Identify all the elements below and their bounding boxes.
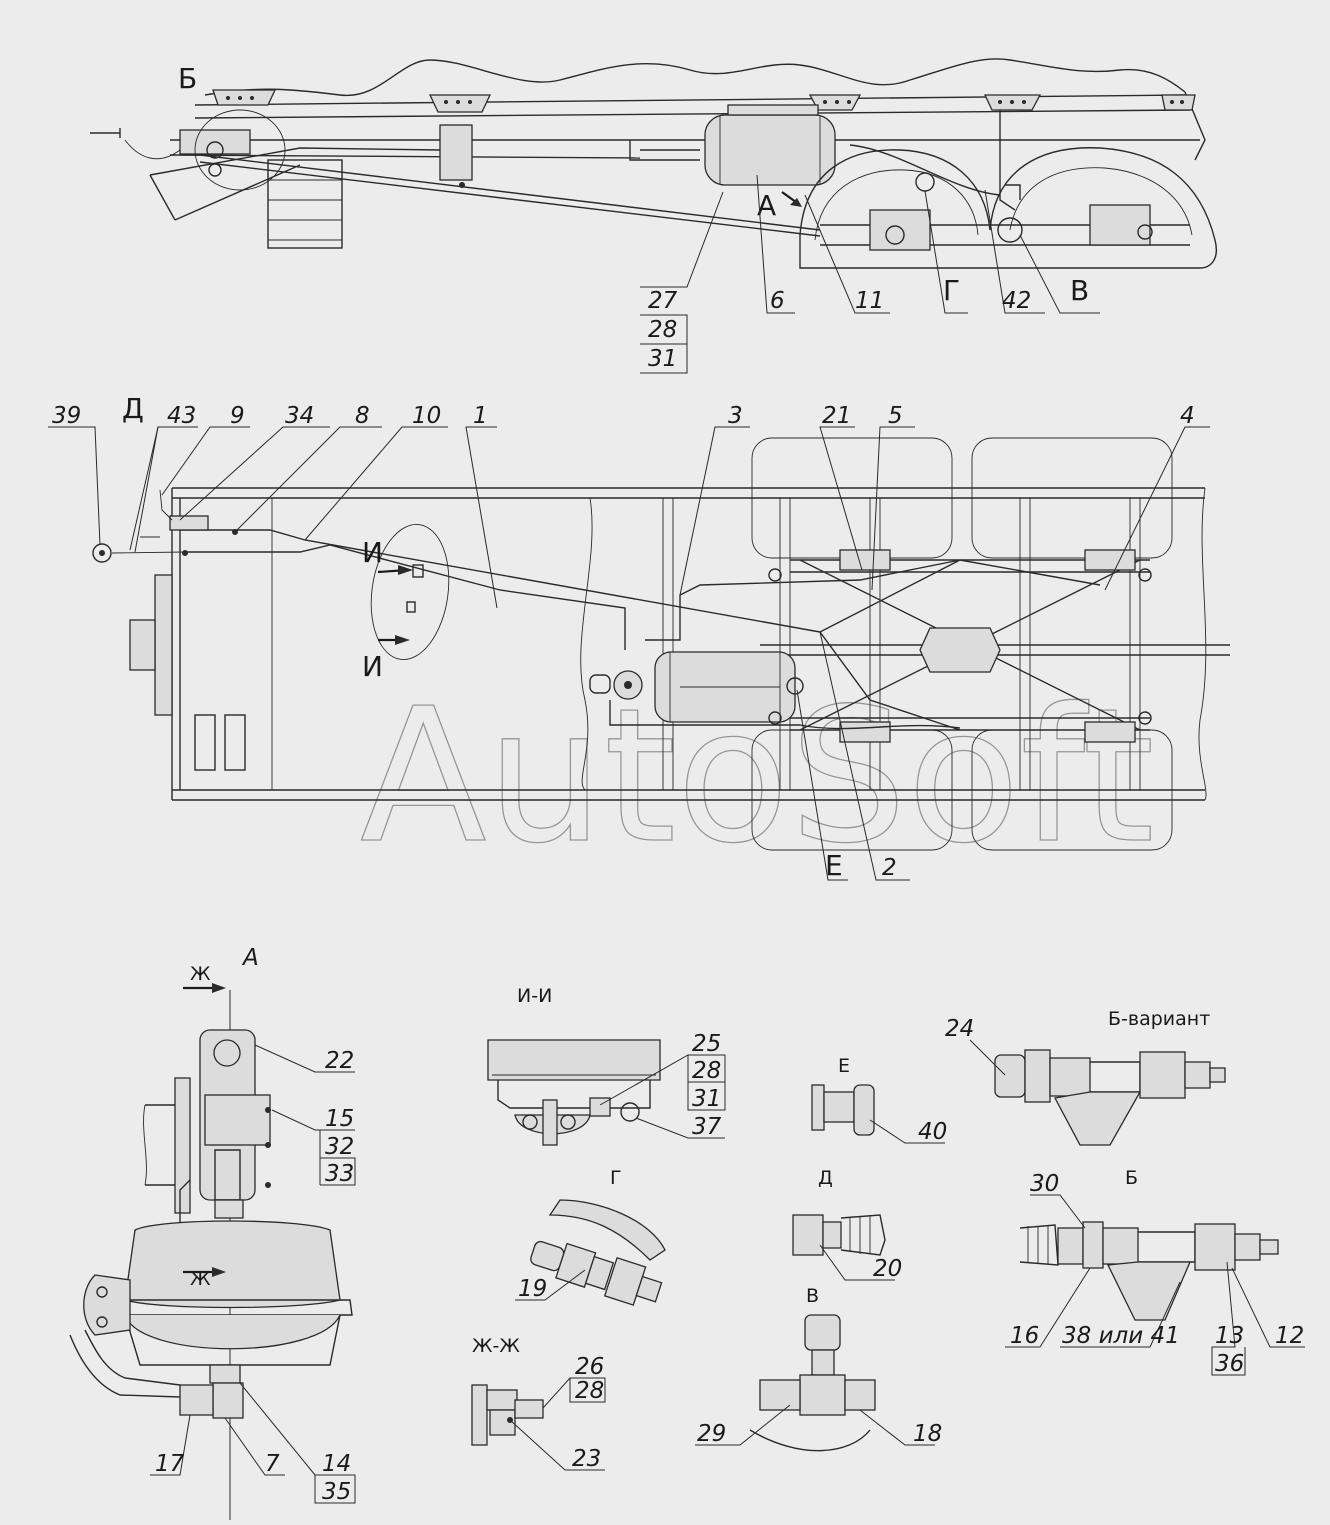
- label-9: 9: [230, 403, 245, 429]
- section-i-i-title: И-И: [517, 985, 552, 1007]
- label-39: 39: [52, 403, 81, 429]
- view-d-title: Д: [818, 1167, 833, 1189]
- section-i-i: И-И 25 28 31 37: [487, 985, 726, 1146]
- view-g-title: Г: [610, 1167, 622, 1189]
- label-22: 22: [325, 1048, 354, 1074]
- frame-brackets: [212, 89, 1196, 113]
- label-28: 28: [648, 317, 677, 343]
- callout-v: В: [1070, 274, 1089, 307]
- label-23: 23: [572, 1446, 601, 1472]
- label-10: 10: [412, 403, 441, 429]
- section-mark-zh-mid: Ж: [190, 1268, 211, 1290]
- view-e: Е 40: [811, 1055, 947, 1145]
- label-28: 28: [575, 1378, 604, 1404]
- label-17: 17: [155, 1451, 185, 1477]
- section-zh-zh-title: Ж-Ж: [472, 1335, 520, 1357]
- callout-i-bottom: И: [362, 650, 383, 683]
- label-14: 14: [322, 1451, 351, 1477]
- label-12: 12: [1275, 1323, 1304, 1349]
- label-6: 6: [770, 288, 785, 314]
- air-receiver-tank: [704, 104, 836, 186]
- callout-e: Е: [825, 849, 843, 882]
- label-18: 18: [913, 1421, 942, 1447]
- label-43: 43: [167, 403, 196, 429]
- label-24: 24: [945, 1016, 974, 1042]
- callout-b: Б: [178, 62, 197, 95]
- view-b-variant-title: Б-вариант: [1108, 1008, 1210, 1030]
- view-e-title: Е: [838, 1055, 850, 1077]
- side-view-chassis: Б А Г В 27 28 31 6 11 42: [90, 58, 1217, 374]
- label-31: 31: [648, 346, 677, 372]
- label-29: 29: [697, 1421, 726, 1447]
- label-38-or-41: 38 или 41: [1062, 1323, 1180, 1349]
- callout-d: Д: [122, 392, 144, 425]
- label-26: 26: [575, 1354, 604, 1380]
- rear-wheels: [799, 110, 1217, 269]
- label-30: 30: [1030, 1171, 1059, 1197]
- label-42: 42: [1002, 288, 1031, 314]
- plan-front-couplings: [92, 489, 238, 563]
- callout-a: А: [757, 189, 776, 222]
- label-32: 32: [325, 1134, 354, 1160]
- label-21: 21: [822, 403, 851, 429]
- label-31: 31: [692, 1086, 721, 1112]
- label-33: 33: [325, 1161, 354, 1187]
- label-16: 16: [1010, 1323, 1039, 1349]
- view-b-title: Б: [1125, 1167, 1138, 1189]
- plan-brake-valve: [589, 670, 643, 700]
- plan-air-tank: [654, 651, 796, 723]
- label-13: 13: [1215, 1323, 1244, 1349]
- section-mark-zh-top: Ж: [190, 963, 211, 985]
- label-2: 2: [882, 855, 897, 881]
- label-8: 8: [355, 403, 370, 429]
- callout-g: Г: [943, 274, 960, 307]
- view-b: Б 30 16 38 или 41 13 36 12: [1005, 1167, 1305, 1377]
- section-zh-zh: Ж-Ж 26 28 23: [471, 1335, 606, 1472]
- label-37: 37: [692, 1114, 722, 1140]
- label-5: 5: [888, 403, 903, 429]
- plan-view-chassis: Д И И Е 39 43 9 34 8 10 1 3 21 5 4 2: [48, 392, 1230, 882]
- label-27: 27: [648, 288, 678, 314]
- label-3: 3: [728, 403, 743, 429]
- label-28: 28: [692, 1058, 721, 1084]
- label-19: 19: [518, 1276, 547, 1302]
- view-d: Д 20: [792, 1167, 902, 1282]
- view-v: В 29 18: [695, 1285, 942, 1452]
- view-b-variant: Б-вариант 24: [945, 1008, 1226, 1146]
- detail-a-title: А: [241, 945, 259, 971]
- label-1: 1: [473, 403, 488, 429]
- front-coupling-assembly: [90, 109, 286, 191]
- label-15: 15: [325, 1106, 354, 1132]
- detail-a-brake-chamber: А Ж Ж: [69, 945, 356, 1520]
- label-25: 25: [692, 1031, 721, 1057]
- view-g: Г 19: [515, 1167, 666, 1306]
- label-34: 34: [285, 403, 314, 429]
- label-40: 40: [918, 1119, 947, 1145]
- view-v-title: В: [806, 1285, 819, 1307]
- callout-i-top: И: [362, 536, 383, 569]
- label-35: 35: [322, 1479, 351, 1505]
- label-7: 7: [265, 1451, 280, 1477]
- label-20: 20: [873, 1256, 902, 1282]
- label-11: 11: [855, 288, 884, 314]
- label-4: 4: [1180, 403, 1195, 429]
- label-36: 36: [1215, 1351, 1244, 1377]
